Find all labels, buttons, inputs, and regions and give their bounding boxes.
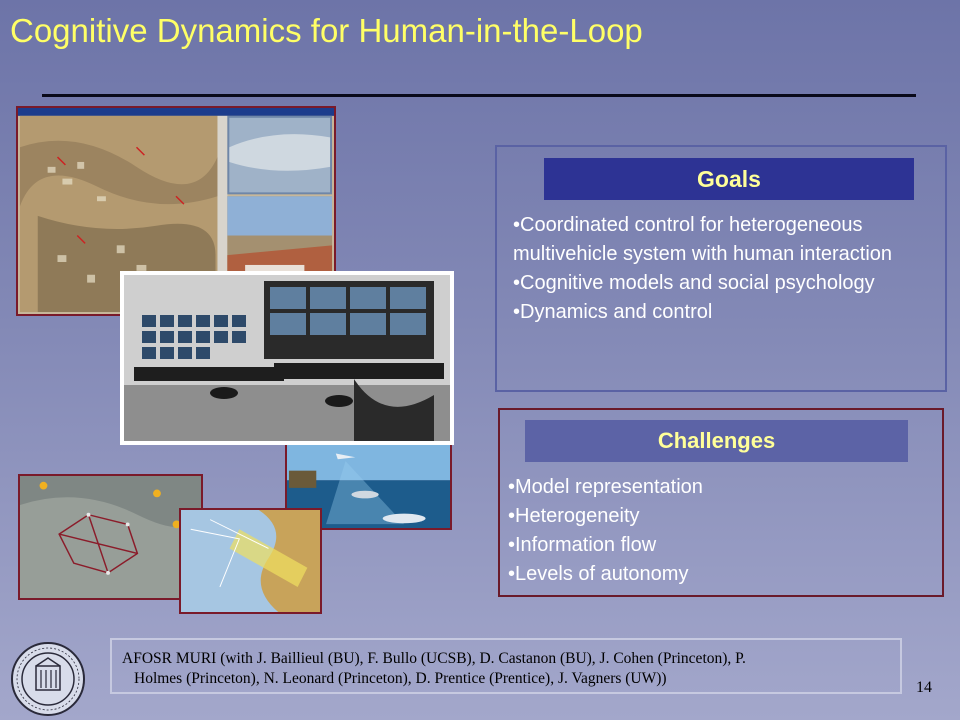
list-item: •Levels of autonomy <box>508 563 689 585</box>
list-item: •Dynamics and control <box>513 301 713 323</box>
goals-list: •Coordinated control for heterogeneous m… <box>513 211 933 327</box>
list-item: •Information flow <box>508 534 657 556</box>
control-room-photo <box>120 271 454 445</box>
page-number: 14 <box>916 679 932 696</box>
goals-panel: Goals •Coordinated control for heterogen… <box>495 145 947 392</box>
challenges-header: Challenges <box>525 420 908 462</box>
footer-citation: AFOSR MURI (with J. Baillieul (BU), F. B… <box>110 638 902 694</box>
footer-line-2: Holmes (Princeton), N. Leonard (Princeto… <box>134 670 667 687</box>
coastal-paths-illustration <box>179 508 322 614</box>
terrain-network-illustration <box>18 474 203 600</box>
slide-title: Cognitive Dynamics for Human-in-the-Loop <box>10 12 643 49</box>
list-item: •Coordinated control for heterogeneous m… <box>513 214 893 265</box>
list-item: •Heterogeneity <box>508 505 640 527</box>
list-item: •Model representation <box>508 476 703 498</box>
list-item: •Cognitive models and social psychology <box>513 272 875 294</box>
challenges-panel: Challenges •Model representation •Hetero… <box>498 408 944 597</box>
university-seal <box>8 640 88 718</box>
challenges-list: •Model representation •Heterogeneity •In… <box>508 473 928 589</box>
goals-header: Goals <box>544 158 914 200</box>
title-divider <box>42 94 916 97</box>
footer-line-1: AFOSR MURI (with J. Baillieul (BU), F. B… <box>122 650 746 667</box>
